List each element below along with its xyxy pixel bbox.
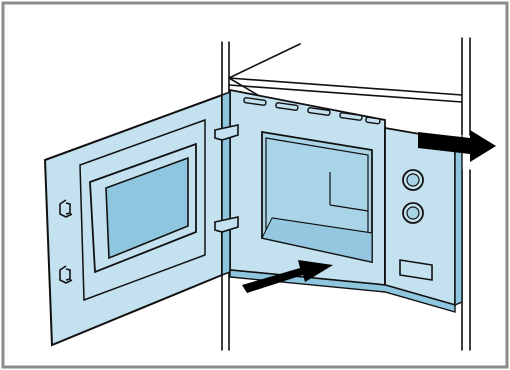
door-window [105, 156, 189, 260]
door-latch-upper [59, 199, 73, 218]
microwave-body [229, 88, 463, 307]
top-vents [243, 97, 381, 125]
control-panel-side [454, 135, 463, 307]
knob-upper [402, 169, 424, 191]
door-latch-lower [59, 265, 73, 284]
knob-lower [402, 202, 424, 224]
door-bottom-edge [229, 269, 456, 313]
hinge-upper [214, 124, 239, 141]
slide-right-arrow [418, 130, 496, 162]
door-edge [221, 90, 231, 277]
control-display [399, 259, 433, 281]
cavity-floor [261, 217, 373, 263]
door-inner-border [79, 118, 206, 302]
push-in-arrow [242, 260, 333, 293]
hinge-lower [214, 216, 239, 233]
microwave-door [43, 90, 456, 347]
